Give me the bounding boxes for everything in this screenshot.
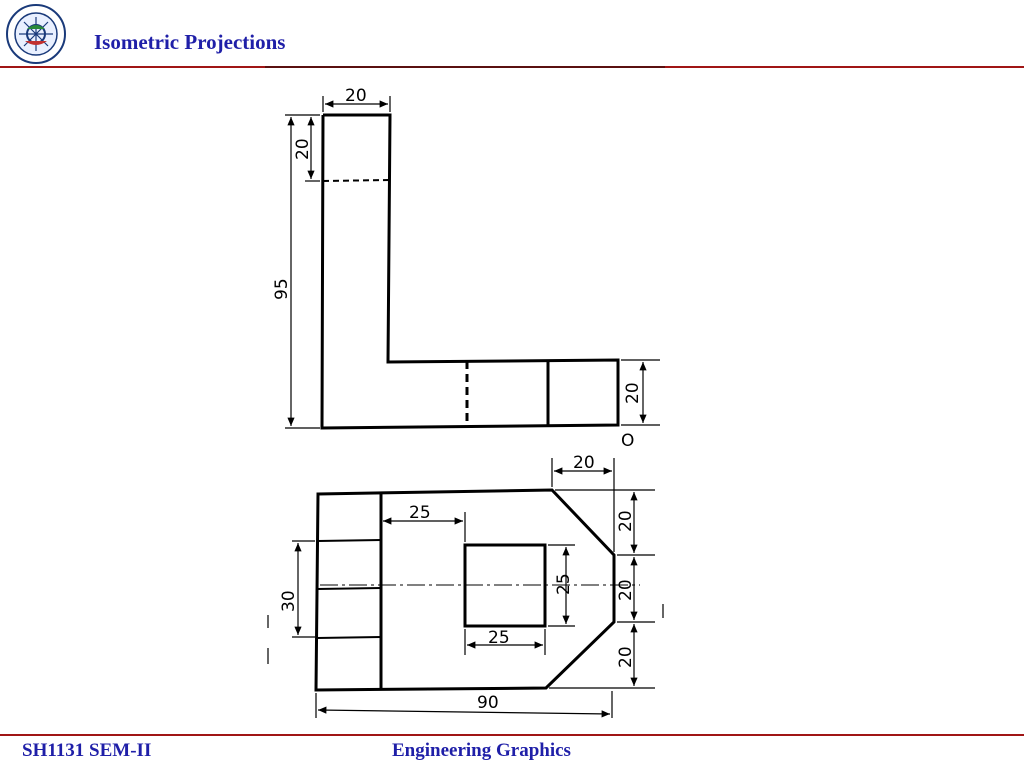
dim-slot-width: 25 (488, 628, 510, 648)
top-view-labels: 20 25 30 25 25 20 20 20 90 (279, 453, 636, 713)
header-rule-accent (265, 66, 665, 68)
dim-line-total-width (317, 706, 611, 718)
dim-right-top: 20 (616, 510, 636, 532)
dim-top-height: 20 (293, 138, 313, 160)
top-view (267, 458, 664, 718)
hidden-line-top (322, 179, 390, 182)
dim-right-mid: 20 (616, 579, 636, 601)
origin-label: O (621, 431, 634, 451)
institute-logo (6, 4, 66, 64)
top-view-outline (314, 488, 616, 692)
dim-chamfer-width: 20 (573, 453, 595, 473)
square-slot (463, 543, 547, 628)
front-view (285, 96, 660, 430)
dim-total-height: 95 (272, 278, 292, 300)
dim-left-height: 30 (279, 590, 299, 612)
dim-slot-offset: 25 (409, 503, 431, 523)
page-title: Isometric Projections (94, 30, 286, 54)
dim-base-height: 20 (623, 382, 643, 404)
footer-rule (0, 734, 1024, 736)
front-view-labels: 20 20 95 20 O (272, 86, 643, 451)
dim-top-width: 20 (345, 86, 367, 106)
dim-slot-height: 25 (554, 573, 574, 595)
dim-right-bottom: 20 (616, 646, 636, 668)
dim-total-width: 90 (477, 693, 499, 713)
footer-course-code: SH1131 SEM-II (22, 740, 152, 761)
front-view-outline (320, 113, 620, 430)
footer-course-name: Engineering Graphics (392, 740, 571, 761)
